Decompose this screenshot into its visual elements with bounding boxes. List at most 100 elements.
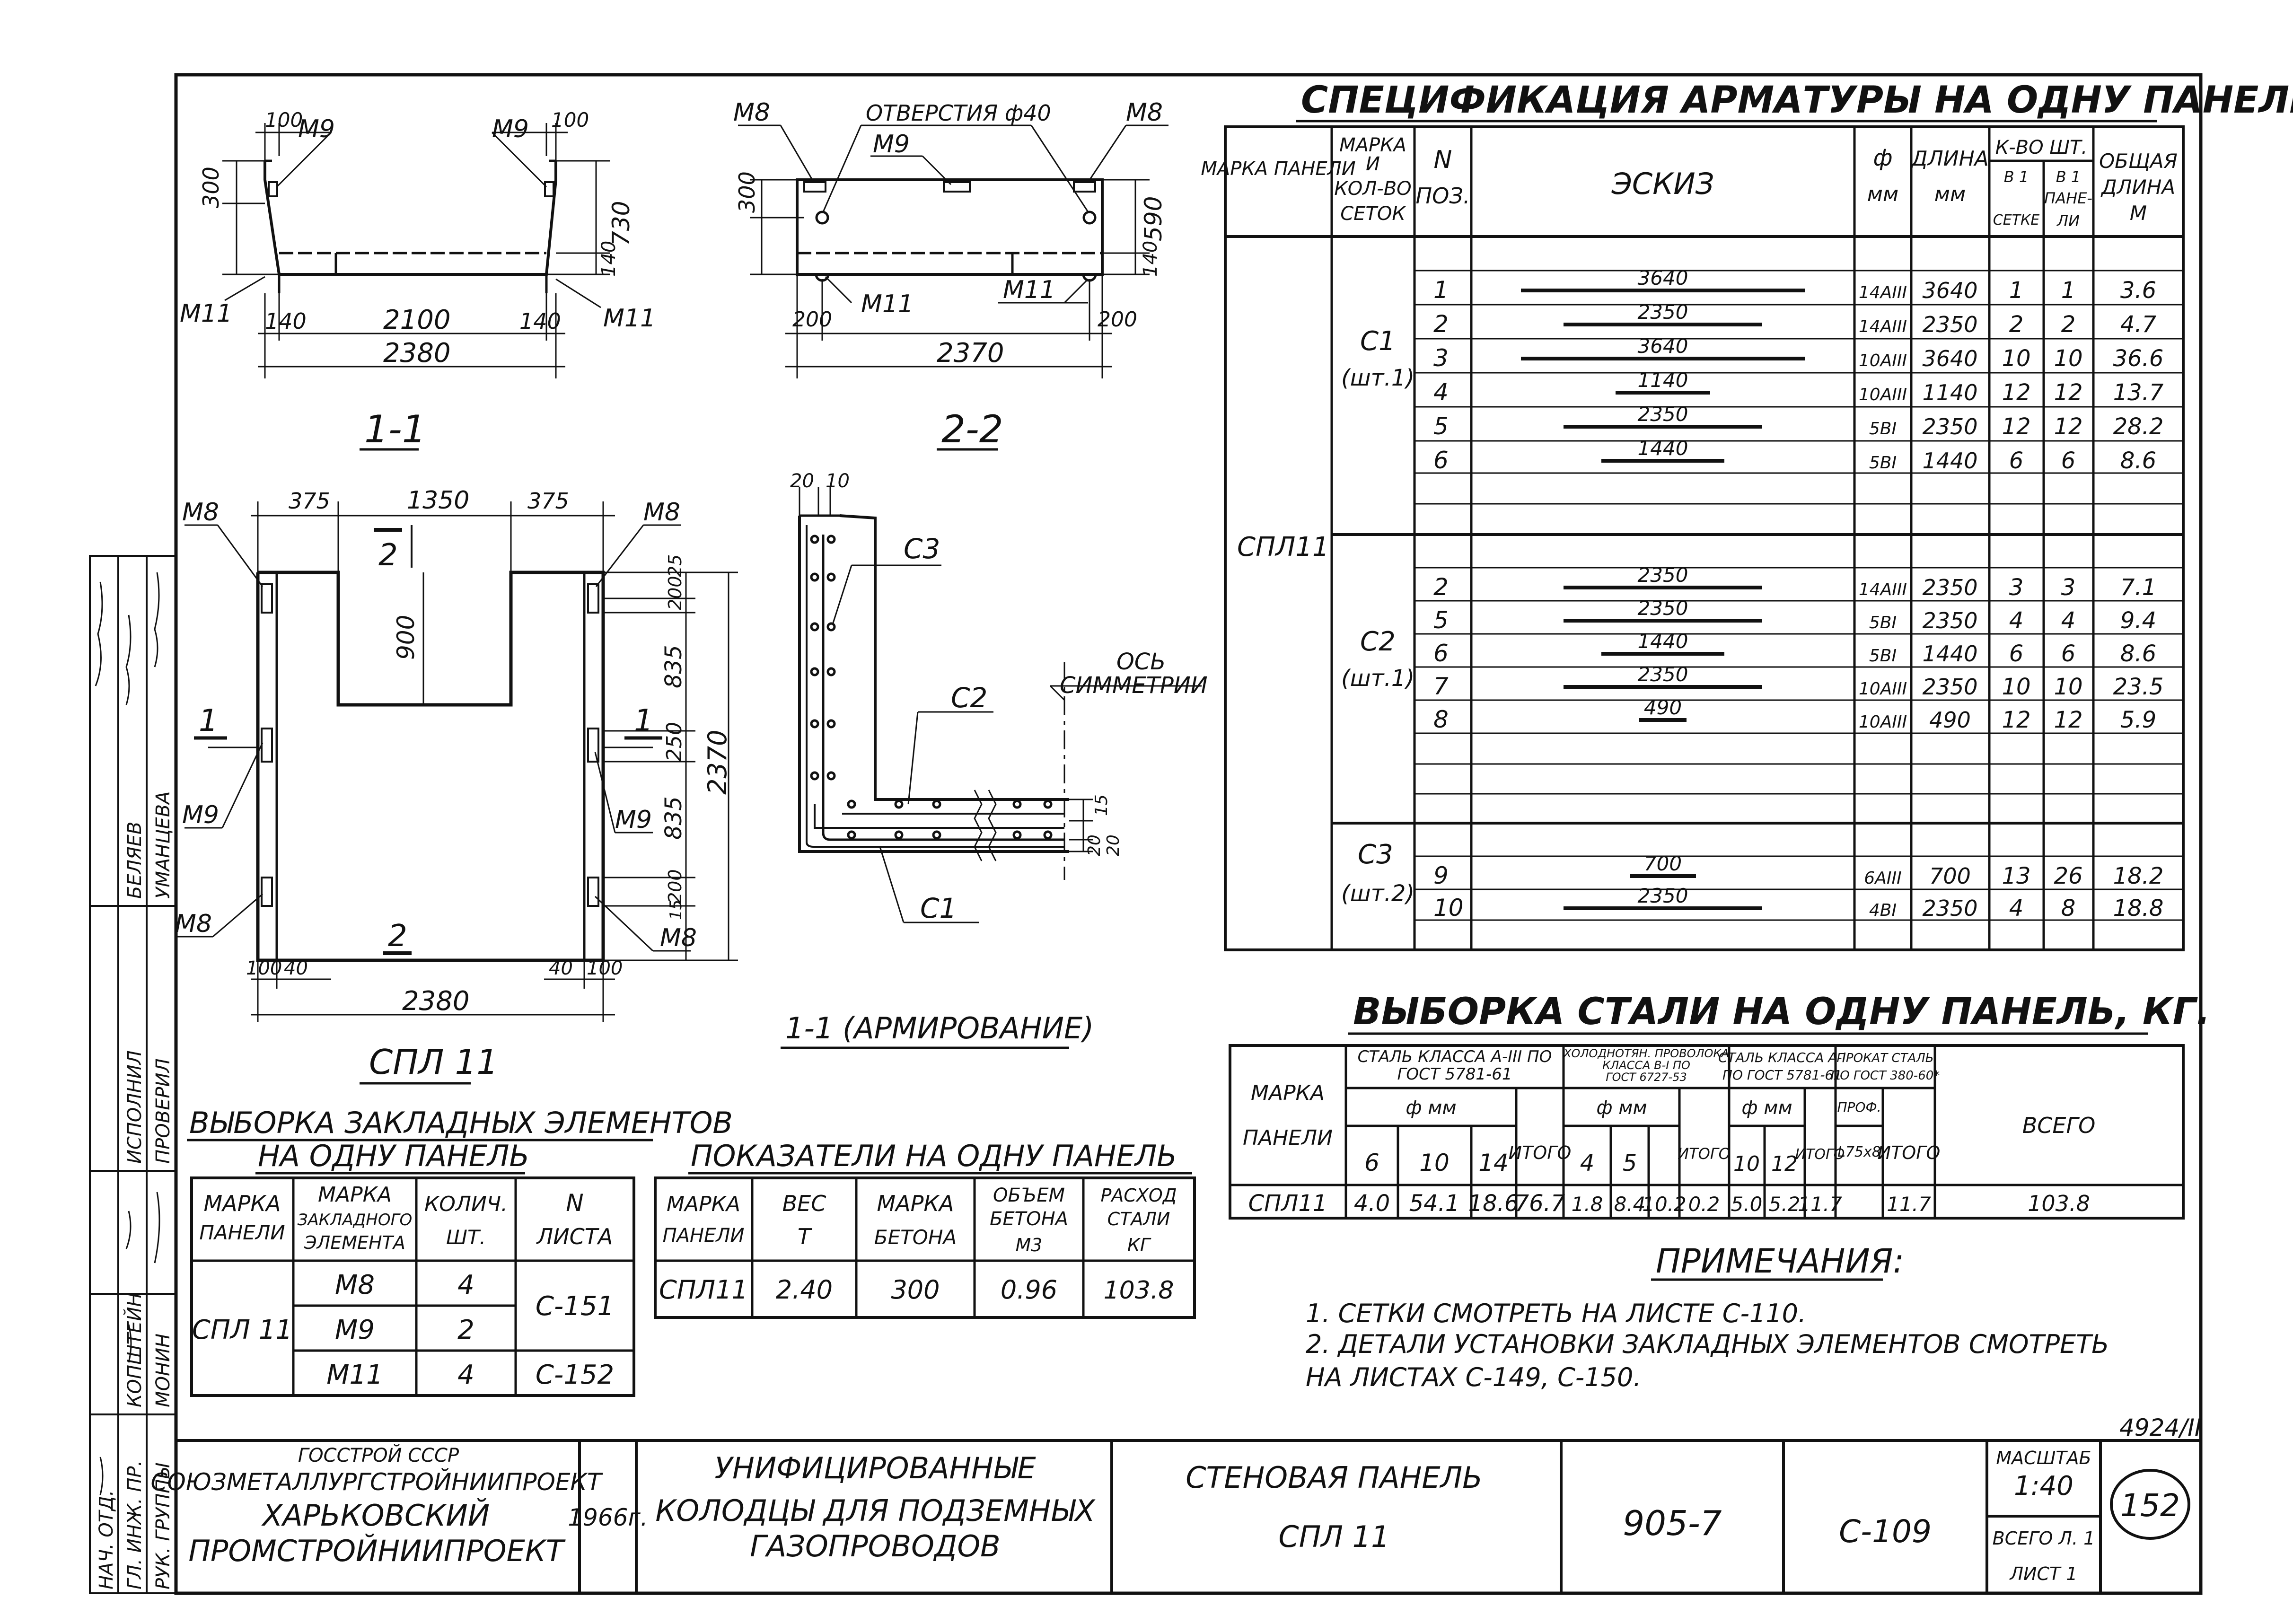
spec-header-qty-panel-2: ПАНЕ- (2044, 189, 2092, 207)
spec-cell-dia: 14АIII (1859, 283, 1907, 302)
dim-10: 10 (826, 470, 850, 492)
note-3: НА ЛИСТАХ С-149, С-150. (1306, 1362, 1642, 1392)
dim-2380: 2380 (402, 986, 470, 1017)
stamp-name-3: КОПШТЕЙН (123, 1293, 146, 1407)
ind-header-weight-1: ВЕС (782, 1191, 826, 1216)
cut-1-1-title: 1-1 (364, 407, 426, 451)
stamp-top-role-1: ИСПОЛНИЛ (124, 1050, 146, 1164)
label-m11-right: М11 (1003, 276, 1055, 304)
spec-cell-length: 2350 (1922, 674, 1977, 700)
dim-2380-top: 2380 (383, 338, 451, 369)
spec-cell-mesh: 1 (2009, 277, 2024, 304)
embedded-mark-m11: М11 (326, 1360, 383, 1390)
dim-15: 15 (1092, 794, 1111, 816)
spec-header-panel: МАРКА ПАНЕЛИ (1201, 158, 1355, 180)
spec-cell-pos: 3 (1433, 344, 1449, 372)
dim-100-left: 100 (265, 108, 303, 132)
label-m8-b: М8 (643, 498, 680, 527)
spec-header-dia-1: ф (1873, 145, 1892, 171)
dim-140: 140 (1140, 241, 1161, 277)
steel-size-a3-14: 14 (1478, 1149, 1509, 1176)
steel-header-itogo-2: ИТОГО (1678, 1145, 1731, 1163)
spec-cell-dia: 10АIII (1859, 679, 1907, 699)
dim-1350: 1350 (407, 486, 469, 515)
tb-page: 152 (2120, 1487, 2180, 1524)
label-m9-right: М9 (492, 115, 529, 143)
tb-sheet-code: С-109 (1839, 1513, 1932, 1550)
label-c2: С2 (951, 682, 987, 714)
spec-cell-mesh: 12 (2002, 413, 2030, 440)
steel-table-grid (1229, 1044, 2185, 1220)
embedded-qty-m9: 2 (457, 1315, 474, 1345)
spec-cell-dia: 10АIII (1859, 351, 1907, 370)
spec-cell-total: 8.6 (2120, 448, 2156, 474)
spec-cell-length: 1440 (1922, 641, 1977, 667)
spec-cell-dia: 10АIII (1859, 385, 1907, 404)
steel-cell-a1-10: 0.2 (1688, 1193, 1720, 1216)
spec-table-body: СПЛ11 С1 (шт.1) С2 (шт.1) С3 (шт.2) (1237, 326, 1414, 907)
ind-header-steel-1: РАСХОД (1100, 1185, 1177, 1206)
tb-org-2: СОЮЗМЕТАЛЛУРГСТРОЙНИИПРОЕКТ (151, 1468, 603, 1496)
side-stamp (89, 555, 177, 1594)
tb-scale-label: МАСШТАБ (1996, 1448, 2091, 1468)
label-m8-right: М8 (1126, 98, 1163, 127)
ind-header-steel-3: КГ (1127, 1235, 1151, 1255)
steel-cell-panel: СПЛ11 (1248, 1190, 1327, 1217)
indicators-table-grid (654, 1176, 1196, 1319)
stamp-name-1: БЕЛЯЕВ (124, 822, 146, 899)
spec-group-c3-count: (шт.2) (1341, 880, 1414, 907)
label-m8-left: М8 (733, 98, 770, 127)
signatures (95, 572, 160, 1495)
label-m8-c: М8 (175, 910, 212, 938)
spec-cell-dia: 5ВI (1869, 613, 1897, 632)
spec-cell-mesh: 10 (2002, 345, 2030, 372)
spec-header-length-2: мм (1934, 182, 1966, 206)
spec-cell-mesh: 4 (2009, 895, 2024, 922)
ind-cell-volume: 0.96 (1001, 1275, 1057, 1305)
indicators-title-group: ПОКАЗАТЕЛИ НА ОДНУ ПАНЕЛЬ (688, 1139, 1192, 1175)
spec-cell-panel: 26 (2054, 863, 2082, 889)
indicators-table-text: МАРКА ПАНЕЛИ ВЕС Т МАРКА БЕТОНА ОБЪЕМ БЕ… (659, 1185, 1177, 1305)
spec-header-pos-2: ПОЗ. (1416, 183, 1470, 209)
spec-cell-dia: 5ВI (1869, 453, 1897, 473)
cut-2-2-title: 2-2 (941, 407, 1003, 451)
spec-cell-mesh: 6 (2009, 448, 2024, 474)
label-m11-left: М11 (180, 299, 232, 328)
spec-cell-mesh: 12 (2002, 379, 2030, 406)
spec-cell-length: 3640 (1922, 278, 1977, 303)
embedded-panel: СПЛ 11 (192, 1315, 292, 1345)
tb-org-3: ХАРЬКОВСКИЙ (261, 1498, 490, 1533)
dim-40-a: 40 (284, 957, 308, 979)
dim-250: 250 (662, 722, 686, 762)
ind-header-concrete-2: БЕТОНА (874, 1226, 957, 1249)
embedded-table-grid (190, 1176, 635, 1397)
spec-header-qty: К-ВО ШТ. (1995, 137, 2087, 158)
label-holes: ОТВЕРСТИЯ ф40 (866, 100, 1051, 126)
steel-size-a1-10: 10 (1733, 1152, 1760, 1176)
spec-group-c3-mark: С3 (1358, 839, 1393, 870)
side-stamp-text: НАЧ. ОТД. ГЛ. ИНЖ. ПР. РУК. ГРУППЫ ИСПОЛ… (96, 791, 174, 1589)
ind-header-panel-2: ПАНЕЛИ (663, 1225, 745, 1247)
spec-sketch-length: 3640 (1638, 334, 1688, 358)
spec-cell-mesh: 3 (2009, 574, 2024, 601)
axis-label-line-1: ОСЬ (1116, 649, 1166, 675)
spec-sketch-length: 2350 (1638, 884, 1688, 907)
section-mark-1-right: 1 (634, 703, 653, 738)
dim-900: 900 (392, 615, 420, 660)
ind-header-steel-2: СТАЛИ (1107, 1209, 1170, 1229)
steel-header-panel-2: ПАНЕЛИ (1243, 1126, 1333, 1150)
spec-cell-length: 1140 (1922, 380, 1977, 405)
label-m9: М9 (873, 130, 910, 158)
ind-cell-weight: 2.40 (776, 1275, 833, 1305)
spec-header-mesh-2: И (1366, 153, 1380, 175)
ind-header-panel-1: МАРКА (667, 1192, 740, 1216)
steel-header-prof: ПРОФ. (1837, 1099, 1881, 1115)
spec-cell-pos: 2 (1433, 573, 1449, 601)
label-m9-left: М9 (298, 115, 335, 143)
steel-cell-rolled: 11.7 (1798, 1193, 1842, 1216)
view-top-1: 100 М9 М9 100 300 730 140 М11 М11 140 21… (180, 108, 656, 451)
album-number: 4924/II (2119, 1414, 2202, 1441)
embedded-title-group: ВЫБОРКА ЗАКЛАДНЫХ ЭЛЕМЕНТОВ НА ОДНУ ПАНЕ… (187, 1106, 733, 1175)
